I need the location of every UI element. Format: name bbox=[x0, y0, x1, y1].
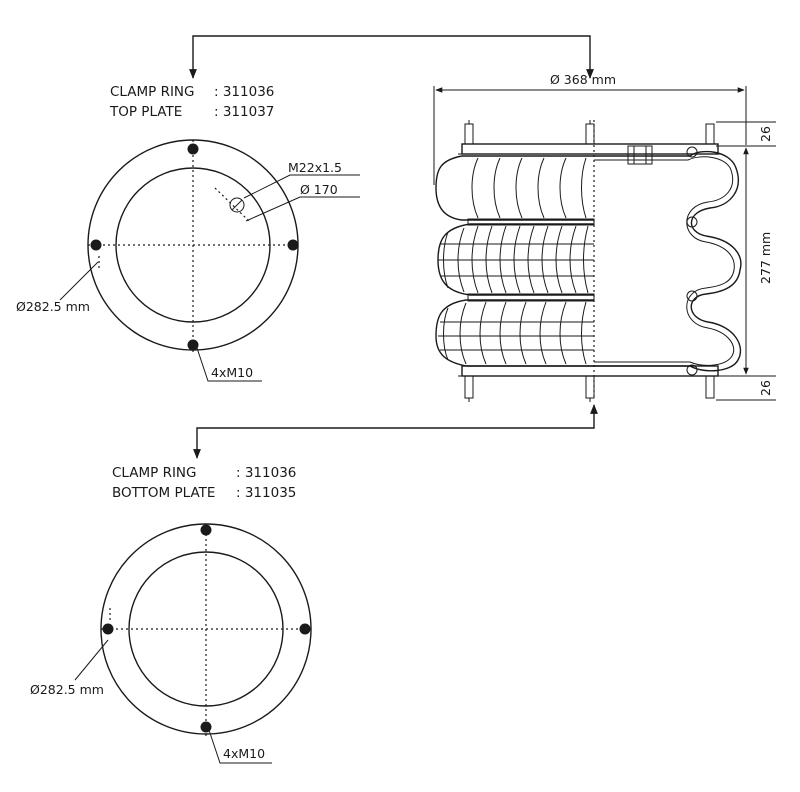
inner-diameter-label: Ø 170 bbox=[300, 182, 338, 197]
top-plate-value: : 311037 bbox=[214, 104, 274, 120]
top-bolt-circle-label: Ø282.5 mm bbox=[16, 299, 90, 314]
top-plate-labels: CLAMP RING : 311036 TOP PLATE : 311037 bbox=[109, 84, 274, 120]
overall-height-label: 277 mm bbox=[758, 232, 773, 284]
top-plate-thickness-label: 26 bbox=[758, 126, 773, 142]
top-bolt-hole-top bbox=[187, 143, 199, 155]
bellows-left-half bbox=[435, 155, 595, 367]
overall-diameter-label: Ø 368 mm bbox=[550, 72, 616, 87]
bottom-plate-thickness-label: 26 bbox=[758, 380, 773, 396]
bottom-plate-labels: CLAMP RING : 311036 BOTTOM PLATE : 31103… bbox=[112, 465, 296, 501]
bottom-bolt-hole-top bbox=[200, 524, 212, 536]
side-air-fitting bbox=[627, 145, 653, 165]
bottom-clamp-ring-name: CLAMP RING bbox=[112, 465, 197, 481]
top-plate-view: M22x1.5 Ø 170 Ø282.5 mm 4xM10 bbox=[16, 139, 360, 382]
side-bottom-plate bbox=[461, 365, 719, 377]
top-bolt-hole-bottom bbox=[187, 339, 199, 351]
top-clamp-ring-value: : 311036 bbox=[214, 84, 274, 100]
bottom-bolt-circle-label: Ø282.5 mm bbox=[30, 682, 104, 697]
top-bolt-hole-right bbox=[287, 239, 299, 251]
bottom-plate-view: Ø282.5 mm 4xM10 bbox=[30, 523, 312, 764]
bottom-bolt-hole-left bbox=[102, 623, 114, 635]
top-stud-bolts bbox=[464, 120, 715, 145]
top-plate-name: TOP PLATE bbox=[109, 104, 182, 120]
top-connector-line bbox=[189, 35, 594, 79]
bottom-bolt-hole-right bbox=[299, 623, 311, 635]
bottom-plate-name: BOTTOM PLATE bbox=[112, 485, 215, 501]
bottom-stud-bolts bbox=[464, 375, 715, 402]
bottom-plate-value: : 311035 bbox=[236, 485, 296, 501]
top-bolt-label: 4xM10 bbox=[211, 365, 253, 380]
side-top-plate bbox=[461, 143, 719, 155]
bottom-connector-line bbox=[193, 404, 598, 459]
bottom-clamp-ring-value: : 311036 bbox=[236, 465, 296, 481]
bottom-bolt-label: 4xM10 bbox=[223, 746, 265, 761]
air-fitting-icon bbox=[229, 197, 245, 213]
top-clamp-ring-name: CLAMP RING bbox=[110, 84, 195, 100]
side-view: Ø 368 mm bbox=[433, 72, 776, 402]
bellows-right-half-section bbox=[594, 146, 742, 376]
thread-size-label: M22x1.5 bbox=[288, 160, 342, 175]
top-bolt-hole-left bbox=[90, 239, 102, 251]
bottom-bolt-hole-bottom bbox=[200, 721, 212, 733]
